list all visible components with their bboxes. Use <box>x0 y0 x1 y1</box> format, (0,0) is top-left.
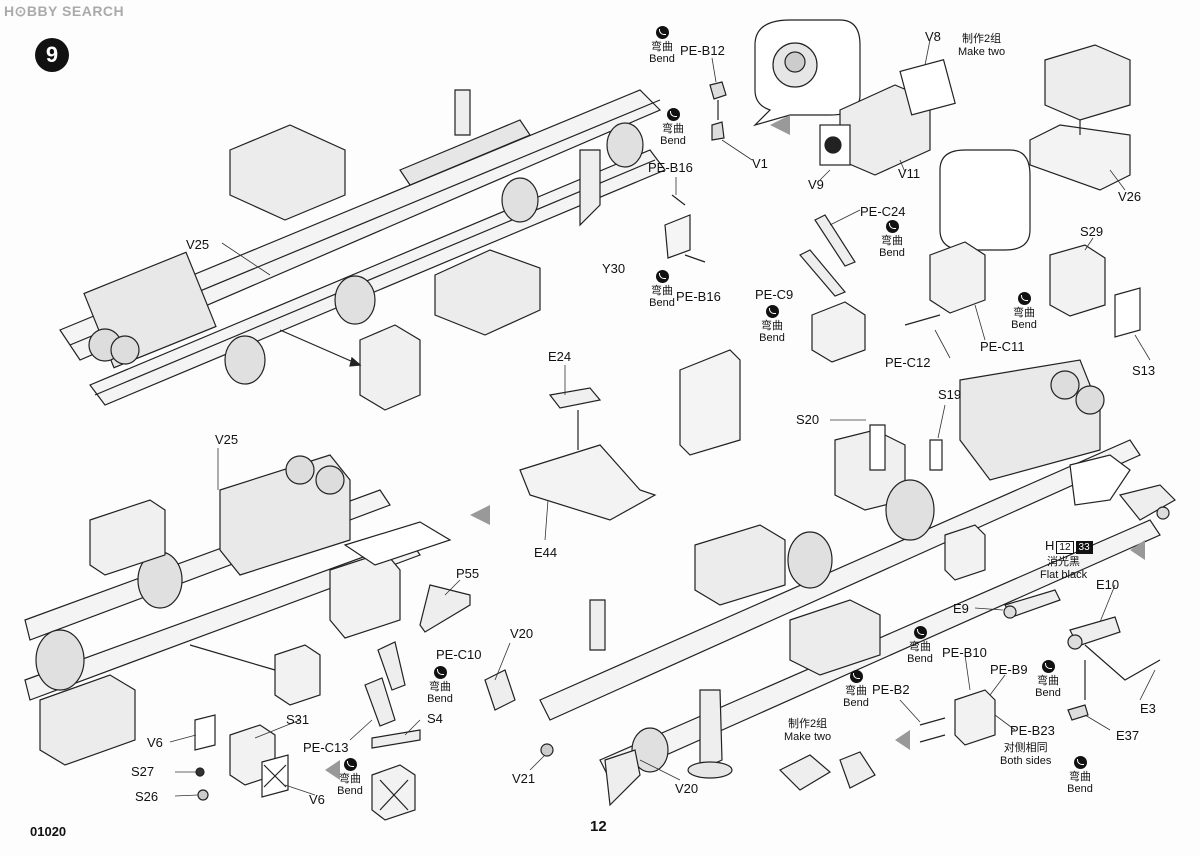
top-chassis-drawing <box>59 89 666 411</box>
bottom-left-chassis-drawing <box>24 454 471 766</box>
label-e3: E3 <box>1140 701 1156 716</box>
label-pe-c10: PE-C10 <box>436 647 482 662</box>
label-e37: E37 <box>1116 728 1140 743</box>
bend-icon <box>1041 660 1055 673</box>
label-v8: V8 <box>925 29 941 44</box>
bend-icon <box>666 108 680 121</box>
label-pe-c11: PE-C11 <box>980 339 1025 354</box>
label-v20-right: V20 <box>675 781 699 796</box>
label-pe-b9: PE-B9 <box>990 662 1028 677</box>
label-p55: P55 <box>456 566 480 581</box>
product-code: 01020 <box>30 824 67 839</box>
label-s13: S13 <box>1132 363 1156 378</box>
paint-num-1: 12 <box>1056 541 1074 554</box>
paint-num-2: 33 <box>1075 541 1093 554</box>
bend-icon <box>1017 292 1031 305</box>
bend-icon <box>1073 756 1087 769</box>
paint-prefix: H <box>1045 538 1055 553</box>
label-v26: V26 <box>1118 189 1142 204</box>
bend-icon <box>343 758 357 771</box>
label-v25-bottom: V25 <box>215 432 239 447</box>
label-pe-b23: PE-B23 <box>1010 723 1055 738</box>
label-s4: S4 <box>427 711 443 726</box>
watermark-logo: H⊙BBY SEARCH <box>4 3 125 19</box>
label-pe-c24: PE-C24 <box>860 204 906 219</box>
label-v21: V21 <box>512 771 536 786</box>
label-e10: E10 <box>1096 577 1120 592</box>
label-pe-b12: PE-B12 <box>680 43 725 58</box>
label-e24: E24 <box>548 349 572 364</box>
bend-icon <box>765 305 779 318</box>
bottom-right-chassis-drawing <box>484 359 1176 807</box>
bend-icon <box>885 220 899 233</box>
bend-icon <box>433 666 447 679</box>
bend-icon <box>655 26 669 39</box>
page-number: 12 <box>590 818 607 835</box>
label-v1: V1 <box>752 156 768 171</box>
bend-icon <box>849 670 863 683</box>
label-pe-b10: PE-B10 <box>942 645 987 660</box>
label-s26: S26 <box>135 789 159 804</box>
label-e44: E44 <box>534 545 558 560</box>
label-v11: V11 <box>898 166 921 181</box>
label-pe-c13: PE-C13 <box>303 740 349 755</box>
label-s29: S29 <box>1080 224 1104 239</box>
label-pe-b16-bottom: PE-B16 <box>676 289 721 304</box>
label-pe-c12: PE-C12 <box>885 355 931 370</box>
label-v25-top: V25 <box>186 237 210 252</box>
label-v20-left: V20 <box>510 626 534 641</box>
bend-icon <box>913 626 927 639</box>
label-s20: S20 <box>796 412 820 427</box>
label-v9: V9 <box>808 177 824 192</box>
label-s19: S19 <box>938 387 962 402</box>
label-e9: E9 <box>953 601 969 616</box>
label-pe-c9: PE-C9 <box>755 287 794 302</box>
bend-icon <box>655 270 669 283</box>
label-v6-right: V6 <box>309 792 325 807</box>
step-number-badge: 9 <box>35 38 69 72</box>
label-s27: S27 <box>131 764 155 779</box>
label-s31: S31 <box>286 712 310 727</box>
label-pe-b2: PE-B2 <box>872 682 910 697</box>
label-y30: Y30 <box>602 261 626 276</box>
label-v6-left: V6 <box>147 735 163 750</box>
label-pe-b16-top: PE-B16 <box>648 160 693 175</box>
